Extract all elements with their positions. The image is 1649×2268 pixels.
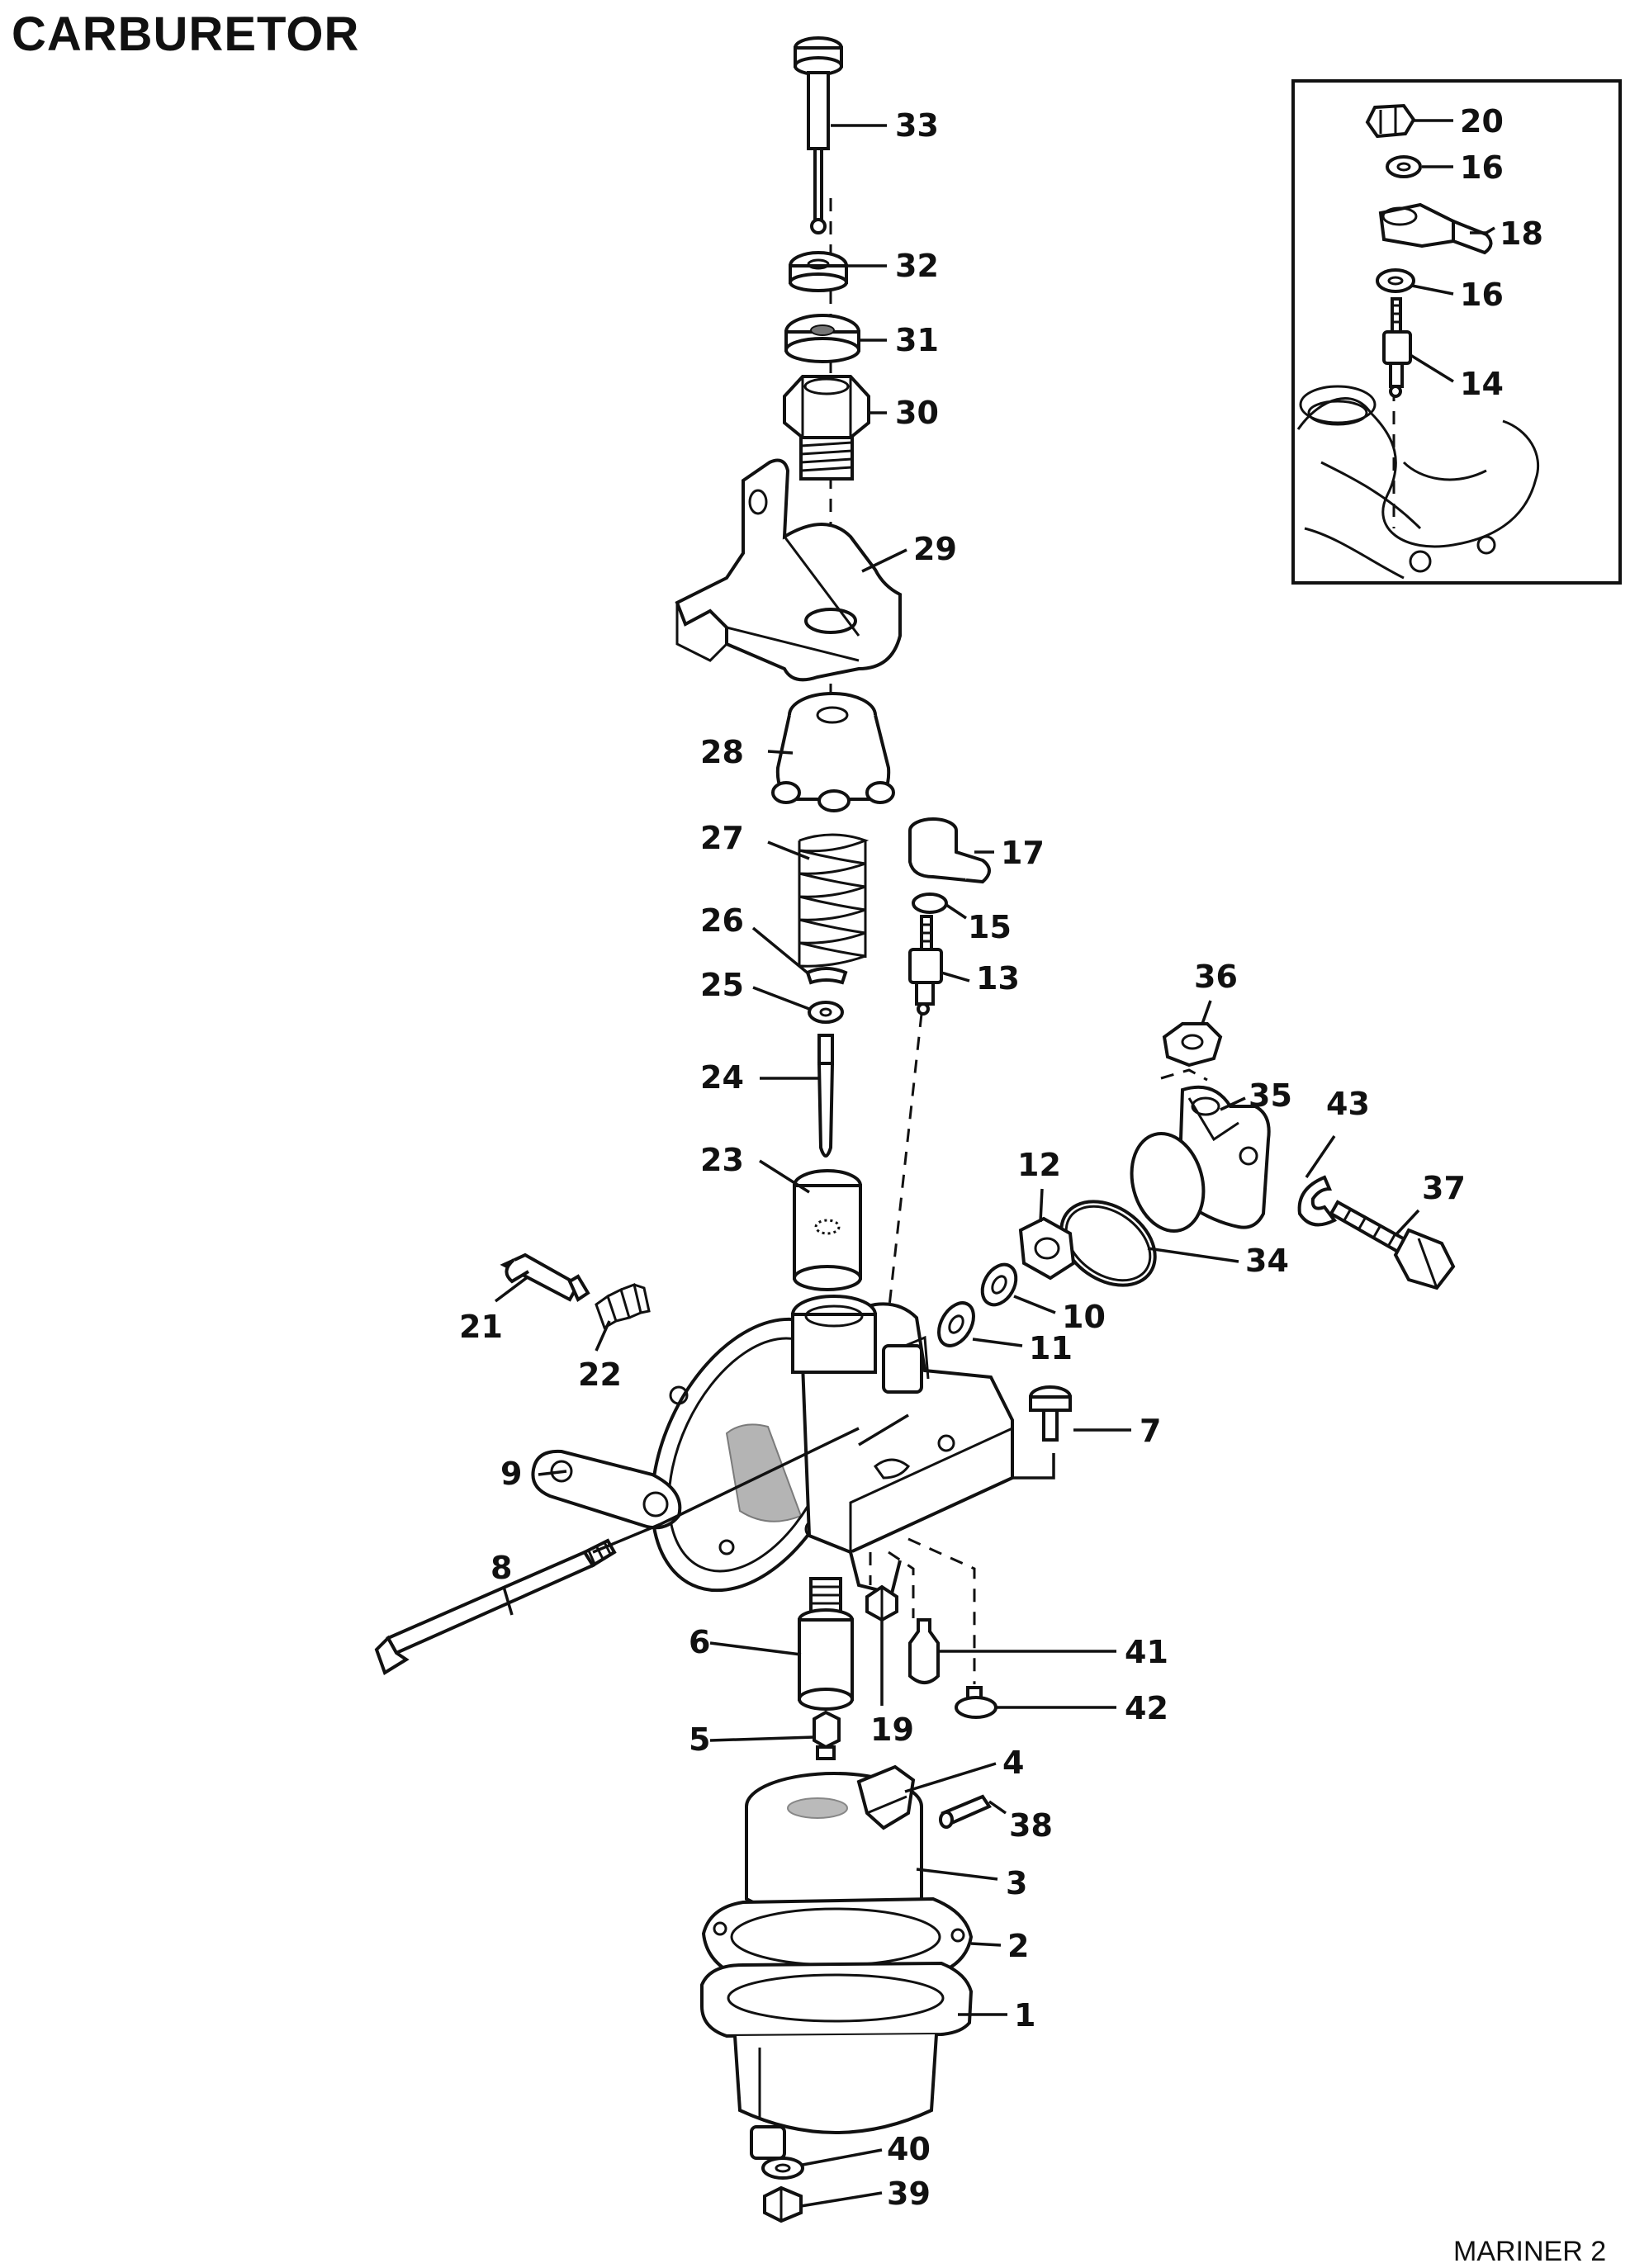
part-12-nut: [1018, 1216, 1076, 1281]
shaft-axis-leader: [592, 1427, 860, 1554]
label-part-15: 15: [968, 909, 1012, 945]
label-part-40: 40: [887, 2131, 931, 2167]
inset-leader-lines: [1410, 119, 1495, 383]
part-29-bracket: [675, 458, 902, 682]
label-part-33: 33: [895, 107, 939, 144]
part-25-washer: [808, 1001, 844, 1024]
label-part-41: 41: [1125, 1634, 1168, 1670]
label-part-12: 12: [1017, 1147, 1061, 1183]
part-23-slide: [793, 1169, 862, 1291]
body-shaft-leader: [858, 1413, 909, 1447]
part-number-labels: 33 32 31 30 29 28 27 26 25 24 23 17 15 1…: [459, 103, 1543, 2212]
part-8-shaft: [374, 1538, 617, 1675]
label-part-31: 31: [895, 322, 939, 358]
label-part-20: 20: [1460, 103, 1504, 140]
label-part-28: 28: [700, 734, 744, 770]
label-part-35: 35: [1249, 1077, 1292, 1114]
part-7-screw: [1029, 1385, 1072, 1442]
label-part-2: 2: [1007, 1928, 1029, 1964]
inset-detail: [1291, 79, 1622, 585]
label-part-16-upper: 16: [1460, 149, 1504, 186]
label-part-34: 34: [1245, 1243, 1289, 1279]
label-part-43: 43: [1326, 1086, 1370, 1122]
lower-dashed-guides: [869, 1537, 976, 1684]
label-part-21: 21: [459, 1309, 503, 1345]
part-42-screw: [955, 1686, 997, 1719]
screw-bracket-leader: [1012, 1453, 1055, 1480]
label-part-4: 4: [1002, 1745, 1024, 1781]
label-part-10: 10: [1062, 1299, 1106, 1335]
footer-label: MARINER 2: [1453, 2236, 1607, 2267]
part-36-nut: [1162, 1022, 1223, 1068]
label-part-42: 42: [1125, 1690, 1168, 1726]
label-part-8: 8: [490, 1550, 512, 1586]
part-39-plug: [763, 2185, 803, 2223]
part-11-washer: [937, 1301, 975, 1347]
part-41-jet: [908, 1618, 940, 1684]
label-part-13: 13: [976, 960, 1020, 997]
part-6-tube: [798, 1577, 854, 1711]
label-part-1: 1: [1014, 1997, 1035, 2034]
label-part-24: 24: [700, 1059, 744, 1096]
label-part-17: 17: [1001, 835, 1045, 871]
part-3-float: [745, 1764, 923, 1924]
part-38-pin: [939, 1794, 992, 1829]
part-1-bowl: [700, 1961, 974, 2160]
label-part-3: 3: [1006, 1865, 1027, 1901]
label-part-11: 11: [1029, 1330, 1073, 1366]
label-part-27: 27: [700, 820, 744, 856]
label-part-38: 38: [1009, 1807, 1053, 1844]
part-10-washer: [980, 1262, 1018, 1307]
part-15-washer: [912, 893, 948, 914]
leader-lines: [494, 124, 1420, 2208]
part-37-screw: [1329, 1200, 1456, 1290]
part-35-lever: [1130, 1085, 1271, 1233]
part-43-clip: [1297, 1175, 1338, 1227]
label-part-36: 36: [1194, 959, 1238, 995]
label-part-16-lower: 16: [1460, 277, 1504, 313]
label-part-6: 6: [689, 1624, 710, 1660]
label-part-9: 9: [500, 1456, 522, 1492]
part-19-nut: [865, 1584, 898, 1622]
label-part-7: 7: [1140, 1413, 1161, 1449]
label-part-37: 37: [1422, 1170, 1466, 1206]
label-part-26: 26: [700, 902, 744, 939]
label-part-18: 18: [1500, 215, 1543, 252]
label-part-29: 29: [913, 531, 957, 567]
part-21-screw: [500, 1252, 590, 1302]
label-part-39: 39: [887, 2176, 931, 2212]
part-34-o-ring: [1059, 1200, 1157, 1287]
part-24-needle: [817, 1034, 835, 1158]
label-part-25: 25: [700, 967, 744, 1003]
page-title: CARBURETOR: [12, 7, 360, 61]
part-5-jet: [813, 1710, 841, 1760]
label-part-19: 19: [870, 1712, 914, 1748]
label-part-30: 30: [895, 395, 939, 431]
part-30-threaded-nut: [783, 375, 870, 481]
part-26-clip: [805, 967, 848, 985]
part-13-fitting: [908, 915, 943, 1016]
part-32-cap: [789, 251, 848, 292]
part-40-washer: [761, 2157, 804, 2180]
label-part-5: 5: [689, 1721, 710, 1758]
part-28-cap: [771, 692, 895, 812]
part-22-spring: [595, 1282, 651, 1330]
part-33-plunger: [794, 36, 843, 234]
nut-dash: [1160, 1068, 1208, 1082]
label-part-32: 32: [895, 248, 939, 284]
label-part-14: 14: [1460, 366, 1504, 402]
label-part-22: 22: [578, 1357, 622, 1393]
part-27-spring: [798, 833, 870, 968]
part-31-seal: [784, 314, 860, 363]
label-part-23: 23: [700, 1142, 744, 1178]
part-17-elbow: [908, 817, 991, 884]
